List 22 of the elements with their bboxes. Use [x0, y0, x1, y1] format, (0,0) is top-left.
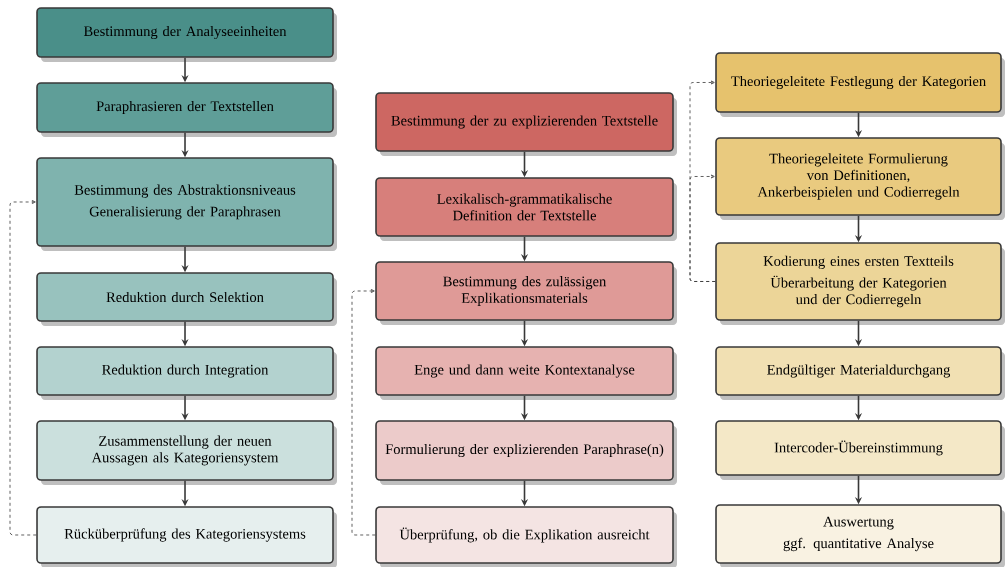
process-box: Auswertung ggf. quantitative Analyse [715, 504, 1005, 567]
process-box: Rücküberprüfung des Kategoriensystems [36, 506, 337, 567]
process-box: Bestimmung des zulässigen Explikationsmaterials [375, 261, 677, 325]
process-box: Bestimmung der zu explizierenden Textstelle [375, 92, 677, 156]
process-box: Formulierung der explizierenden Paraphrase(n) [375, 420, 677, 485]
process-box: Reduktion durch Selektion [36, 272, 337, 326]
process-box: Zusammenstellung der neuen Aussagen als Kategoriensystem [36, 420, 337, 485]
process-box: Paraphrasieren der Textstellen [36, 82, 337, 137]
process-box: Reduktion durch Integration [36, 346, 337, 400]
process-box: Kodierung eines ersten Textteils Überarbeitung der Kategorien und der Codierregeln [715, 242, 1005, 325]
process-box: Bestimmung der Analyseeinheiten [36, 7, 337, 62]
arrow [9, 200, 37, 536]
process-box: Überprüfung, ob die Explikation ausreicht [375, 506, 677, 567]
process-box: Intercoder-Übereinstimmung [715, 420, 1005, 480]
process-box: Endgültiger Materialdurchgang [715, 346, 1005, 400]
process-box: Lexikalisch-grammatikalische Definition der Textstelle [375, 177, 677, 241]
arrow [351, 289, 376, 536]
process-box: Theoriegeleitete Festlegung der Kategorien [715, 52, 1005, 117]
process-box: Bestimmung des Abstraktionsniveaus Generalisierung der Paraphrasen [36, 157, 337, 251]
arrow [689, 174, 716, 282]
process-box: Enge und dann weite Kontextanalyse [375, 346, 677, 400]
process-box: Theoriegeleitete Formulierung von Definitionen, Ankerbeispielen und Codierregeln [715, 137, 1005, 220]
